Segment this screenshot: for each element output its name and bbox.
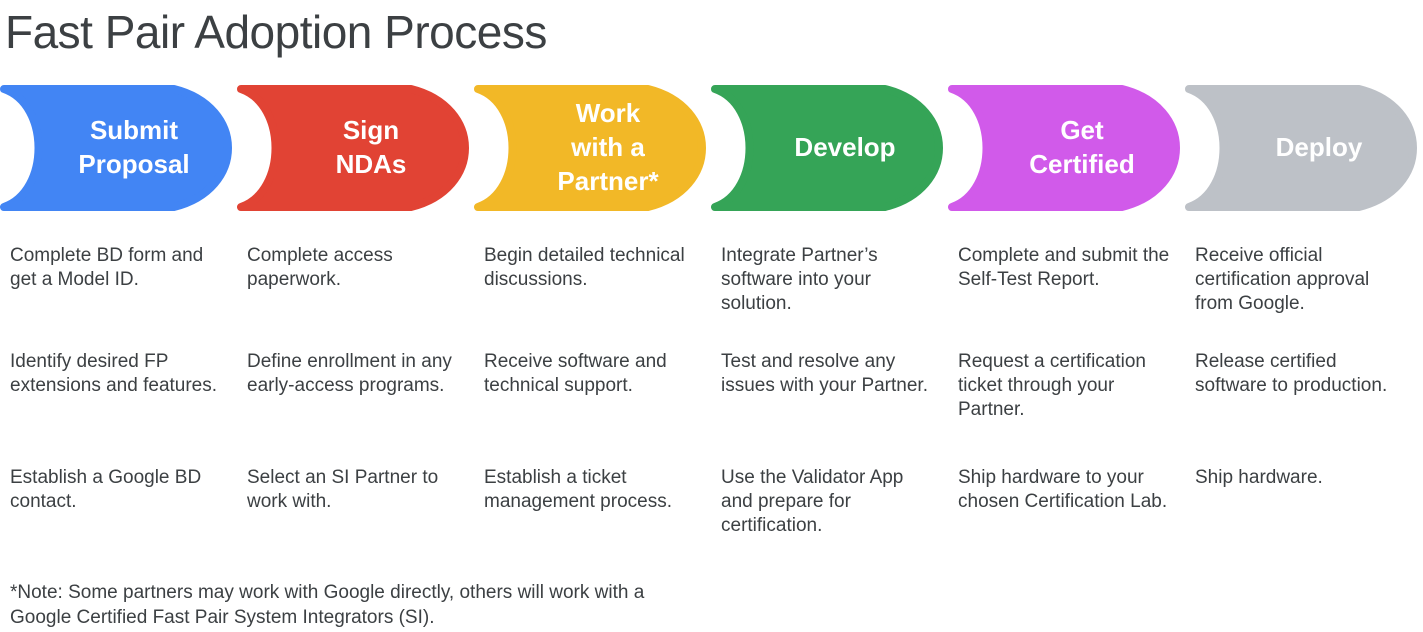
page-title: Fast Pair Adoption Process <box>5 6 547 58</box>
desc-col-develop: Integrate Partner’s software into your s… <box>721 244 958 579</box>
step-description: Complete BD form and get a Model ID. <box>10 244 204 290</box>
desc-col-sign-ndas: Complete access paperwork. Define enroll… <box>247 244 484 579</box>
step-description: Identify desired FP extensions and featu… <box>10 350 218 396</box>
chevron-svg <box>0 84 232 211</box>
process-band: Submit Proposal Sign NDAs Work with a Pa… <box>0 84 1423 211</box>
step-label: Sign NDAs <box>335 115 407 179</box>
step-chevron-work-with-partner: Work with a Partner* <box>474 84 706 211</box>
step-chevron-deploy: Deploy <box>1185 84 1417 211</box>
chevron-shape <box>948 84 1180 211</box>
chevron-svg <box>711 84 943 211</box>
chevron-shape <box>711 84 943 211</box>
step-description: Request a certification ticket through y… <box>958 350 1146 420</box>
chevron-svg <box>1185 84 1417 211</box>
step-label: Get Certified <box>1029 115 1135 179</box>
step-chevron-get-certified: Get Certified <box>948 84 1180 211</box>
step-description: Use the Validator App and prepare for ce… <box>721 466 904 536</box>
desc-col-submit-proposal: Complete BD form and get a Model ID. Ide… <box>10 244 247 579</box>
chevron-shape <box>474 84 706 211</box>
step-description: Test and resolve any issues with your Pa… <box>721 350 928 396</box>
step-description: Establish a ticket management process. <box>484 466 672 512</box>
step-chevron-develop: Develop <box>711 84 943 211</box>
chevron-shape <box>0 84 232 211</box>
step-description: Release certified software to production… <box>1195 350 1388 396</box>
step-description: Complete and submit the Self-Test Report… <box>958 244 1170 290</box>
chevron-svg <box>948 84 1180 211</box>
step-chevron-submit-proposal: Submit Proposal <box>0 84 232 211</box>
step-description: Integrate Partner’s software into your s… <box>721 244 878 314</box>
step-label: Submit Proposal <box>78 115 190 179</box>
step-label: Work with a Partner* <box>557 98 659 196</box>
chevron-shape <box>237 84 469 211</box>
step-description: Select an SI Partner to work with. <box>247 466 439 512</box>
step-label: Deploy <box>1275 131 1363 162</box>
step-description: Receive official certification approval … <box>1195 244 1370 314</box>
step-description: Define enrollment in any early-access pr… <box>247 350 452 396</box>
step-description: Establish a Google BD contact. <box>10 466 202 512</box>
footnote: *Note: Some partners may work with Googl… <box>10 581 645 628</box>
step-description: Receive software and technical support. <box>484 350 667 396</box>
step-description: Complete access paperwork. <box>247 244 393 290</box>
chevron-shape <box>1185 84 1417 211</box>
chevron-svg <box>474 84 706 211</box>
descriptions-grid: Complete BD form and get a Model ID. Ide… <box>0 244 1423 579</box>
desc-col-work-with-partner: Begin detailed technical discussions. Re… <box>484 244 721 579</box>
step-label: Develop <box>794 131 896 162</box>
step-description: Begin detailed technical discussions. <box>484 244 685 290</box>
chevron-svg <box>237 84 469 211</box>
desc-col-deploy: Receive official certification approval … <box>1195 244 1423 579</box>
step-chevron-sign-ndas: Sign NDAs <box>237 84 469 211</box>
step-description: Ship hardware to your chosen Certificati… <box>958 466 1168 512</box>
step-description: Ship hardware. <box>1195 466 1323 488</box>
desc-col-get-certified: Complete and submit the Self-Test Report… <box>958 244 1195 579</box>
